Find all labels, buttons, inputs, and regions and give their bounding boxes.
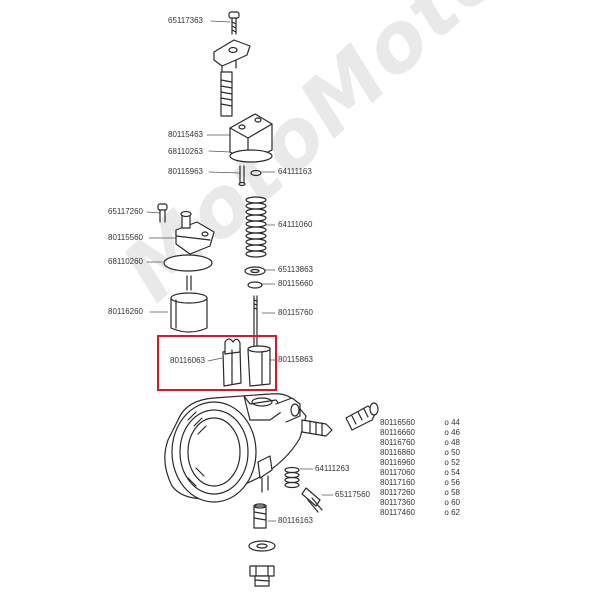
carb-cap-80115463 [229,113,273,163]
jet-size-row: 80117060 o 54 [380,468,460,478]
jet-size-row: 80117460 o 62 [380,508,460,518]
callout-80115660: 80115660 [278,279,313,288]
jet-code: 80117360 [380,498,415,507]
callout-80115863: 80115863 [278,355,313,364]
spring-64111263 [284,466,300,489]
spring-64111060 [245,196,267,258]
gasket-68110263 [229,149,273,163]
choke-piston-80116260 [170,275,208,333]
jet-code: 80117160 [380,478,415,487]
jet-code: 80116560 [380,418,415,427]
idle-screw [301,419,333,437]
jet-size: o 62 [444,508,460,517]
washer-bottom [248,540,276,552]
jet-size-row: 80116960 o 52 [380,458,460,468]
callout-80116163: 80116163 [278,516,313,525]
callout-64111163: 64111163 [278,167,312,176]
washer-hole [250,268,260,274]
screw-65117363 [228,11,240,35]
callout-65117363: 65117363 [168,16,203,25]
gasket-68110260 [163,254,213,272]
callout-80115463: 80115463 [168,130,203,139]
washer-65113863 [244,266,266,276]
jet-code: 80117260 [380,488,415,497]
callout-65113863: 65113863 [278,265,313,274]
jet-size: o 44 [444,418,460,427]
jet-size-row: 80116560 o 44 [380,418,460,428]
jet-size: o 60 [444,498,460,507]
callout-80115560: 80115560 [108,233,143,242]
choke-cap-80115560 [175,210,215,255]
clip-80115660 [247,281,263,289]
jet-size: o 58 [444,488,460,497]
washer-bottom-hole [256,543,268,549]
leader-lines [146,20,334,522]
callout-64111060: 64111060 [278,220,313,229]
jet-size: o 46 [444,428,460,437]
jet-size: o 50 [444,448,460,457]
callout-68110263: 68110263 [168,147,203,156]
callout-80115963: 80115963 [168,167,203,176]
jet-size-row: 80117260 o 58 [380,488,460,498]
callout-80116260: 80116260 [108,307,143,316]
callout-80116063: 80116063 [170,356,205,365]
highlight-box [157,335,277,391]
screw-65117260 [157,203,168,223]
jet-size-row: 80116660 o 46 [380,428,460,438]
callout-80115760: 80115760 [278,308,313,317]
jet-size: o 56 [444,478,460,487]
jet-size-row: 80116760 o 48 [380,438,460,448]
jet-size-row: 80117360 o 60 [380,498,460,508]
callout-64111263: 64111263 [315,464,350,473]
screw-65117560 [301,487,323,513]
jet-code: 80116860 [380,448,415,457]
main-jet [345,402,379,431]
jet-code: 80117460 [380,508,415,517]
jet-size: o 54 [444,468,460,477]
jet-size: o 48 [444,438,460,447]
carburettor-body [164,393,307,503]
jet-size: o 52 [444,458,460,467]
callout-65117560: 65117560 [335,490,370,499]
jet-code: 80116760 [380,438,415,447]
circlip-64111163 [250,169,262,177]
jet-size-row: 80117160 o 56 [380,478,460,488]
callout-68110260: 68110260 [108,257,143,266]
drain-plug [249,565,275,587]
bracket-plate [213,39,251,73]
jet-code: 80117060 [380,468,415,477]
jet-size-row: 80116860 o 50 [380,448,460,458]
clip-80116063 [222,338,242,387]
jet-code: 80116960 [380,458,415,467]
callout-65117260: 65117260 [108,207,143,216]
cable-adjuster [220,71,233,117]
slide-80115863 [247,345,271,387]
jet-code: 80116660 [380,428,415,437]
clip-80115963 [238,165,246,187]
jet-80116163 [253,503,267,529]
